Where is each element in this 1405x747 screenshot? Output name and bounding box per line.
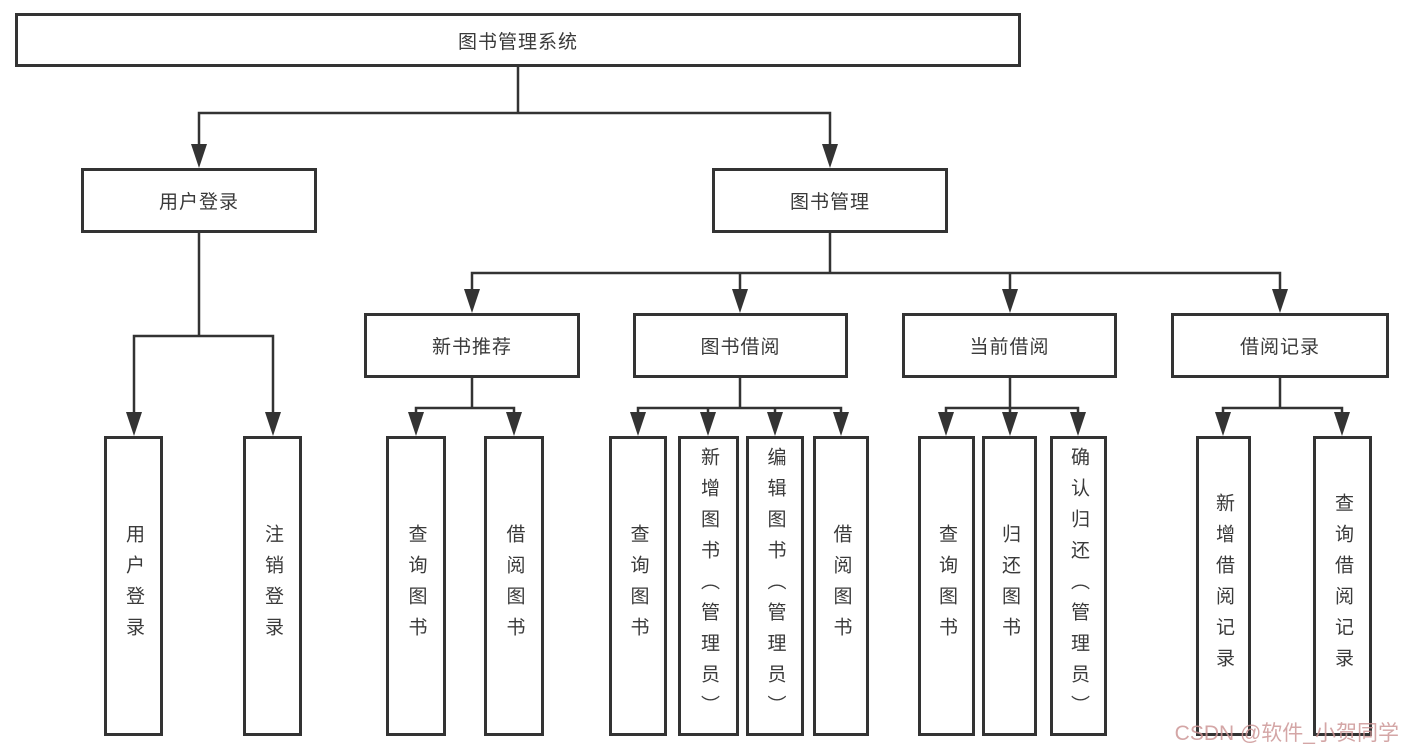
arrowhead-down xyxy=(630,412,646,436)
leaf-add-borrow-record: 新增借阅记录 xyxy=(1196,436,1251,736)
leaf-edit-book-admin-label: 编辑图书（管理员） xyxy=(764,446,786,726)
node-new-book-recommend-label: 新书推荐 xyxy=(431,337,512,358)
leaf-current-query-book-label: 查询图书 xyxy=(936,524,957,648)
arrowhead-down xyxy=(126,412,142,436)
leaf-query-borrow-record: 查询借阅记录 xyxy=(1313,436,1372,736)
leaf-confirm-return-admin-label: 确认归还（管理员） xyxy=(1068,446,1089,726)
node-book-borrowing: 图书借阅 xyxy=(633,313,848,378)
leaf-logout-label: 注销登录 xyxy=(262,524,283,648)
leaf-logout: 注销登录 xyxy=(243,436,302,736)
leaf-borrowing-query-book: 查询图书 xyxy=(609,436,667,736)
arrowhead-down xyxy=(767,412,783,436)
connector-paths xyxy=(132,67,1344,414)
leaf-recommend-borrow-book-label: 借阅图书 xyxy=(503,524,525,648)
leaf-edit-book-admin: 编辑图书（管理员） xyxy=(746,436,804,736)
arrowhead-down xyxy=(1070,412,1086,436)
node-root-label: 图书管理系统 xyxy=(457,31,578,53)
leaf-add-book-admin-label: 新增图书（管理员） xyxy=(698,446,719,726)
arrowhead-down xyxy=(506,412,522,436)
leaf-user-login: 用户登录 xyxy=(104,436,163,736)
arrowhead-down xyxy=(191,144,207,168)
leaf-borrowing-borrow-book: 借阅图书 xyxy=(813,436,869,736)
leaf-recommend-query-book-label: 查询图书 xyxy=(405,524,427,648)
csdn-watermark: CSDN @软件_小贺同学 xyxy=(1174,722,1399,745)
leaf-confirm-return-admin: 确认归还（管理员） xyxy=(1050,436,1107,736)
arrowhead-down xyxy=(1215,412,1231,436)
arrowheads xyxy=(126,144,1350,436)
arrowhead-down xyxy=(732,289,748,313)
node-book-management-label: 图书管理 xyxy=(789,192,870,213)
arrowhead-down xyxy=(1272,289,1288,313)
leaf-recommend-borrow-book: 借阅图书 xyxy=(484,436,544,736)
arrowhead-down xyxy=(1002,289,1018,313)
arrowhead-down xyxy=(833,412,849,436)
node-root: 图书管理系统 xyxy=(15,13,1021,67)
node-new-book-recommend: 新书推荐 xyxy=(364,313,580,378)
arrowhead-down xyxy=(1002,412,1018,436)
leaf-return-book-label: 归还图书 xyxy=(999,524,1020,648)
arrowhead-down xyxy=(265,412,281,436)
leaf-borrowing-query-book-label: 查询图书 xyxy=(627,524,649,648)
arrowhead-down xyxy=(822,144,838,168)
node-book-borrowing-label: 图书借阅 xyxy=(700,337,781,358)
arrowhead-down xyxy=(938,412,954,436)
node-user-login-label: 用户登录 xyxy=(158,192,239,213)
node-borrowing-records-label: 借阅记录 xyxy=(1239,337,1320,358)
node-user-login: 用户登录 xyxy=(81,168,317,233)
arrowhead-down xyxy=(464,289,480,313)
leaf-add-borrow-record-label: 新增借阅记录 xyxy=(1213,493,1234,679)
leaf-recommend-query-book: 查询图书 xyxy=(386,436,446,736)
leaf-query-borrow-record-label: 查询借阅记录 xyxy=(1332,493,1353,679)
node-book-management: 图书管理 xyxy=(712,168,948,233)
leaf-current-query-book: 查询图书 xyxy=(918,436,975,736)
leaf-borrowing-borrow-book-label: 借阅图书 xyxy=(830,524,852,648)
node-current-borrowing: 当前借阅 xyxy=(902,313,1117,378)
leaf-add-book-admin: 新增图书（管理员） xyxy=(678,436,739,736)
node-current-borrowing-label: 当前借阅 xyxy=(969,337,1050,358)
arrowhead-down xyxy=(700,412,716,436)
leaf-user-login-label: 用户登录 xyxy=(123,524,144,648)
arrowhead-down xyxy=(408,412,424,436)
node-borrowing-records: 借阅记录 xyxy=(1171,313,1389,378)
leaf-return-book: 归还图书 xyxy=(982,436,1037,736)
arrowhead-down xyxy=(1334,412,1350,436)
